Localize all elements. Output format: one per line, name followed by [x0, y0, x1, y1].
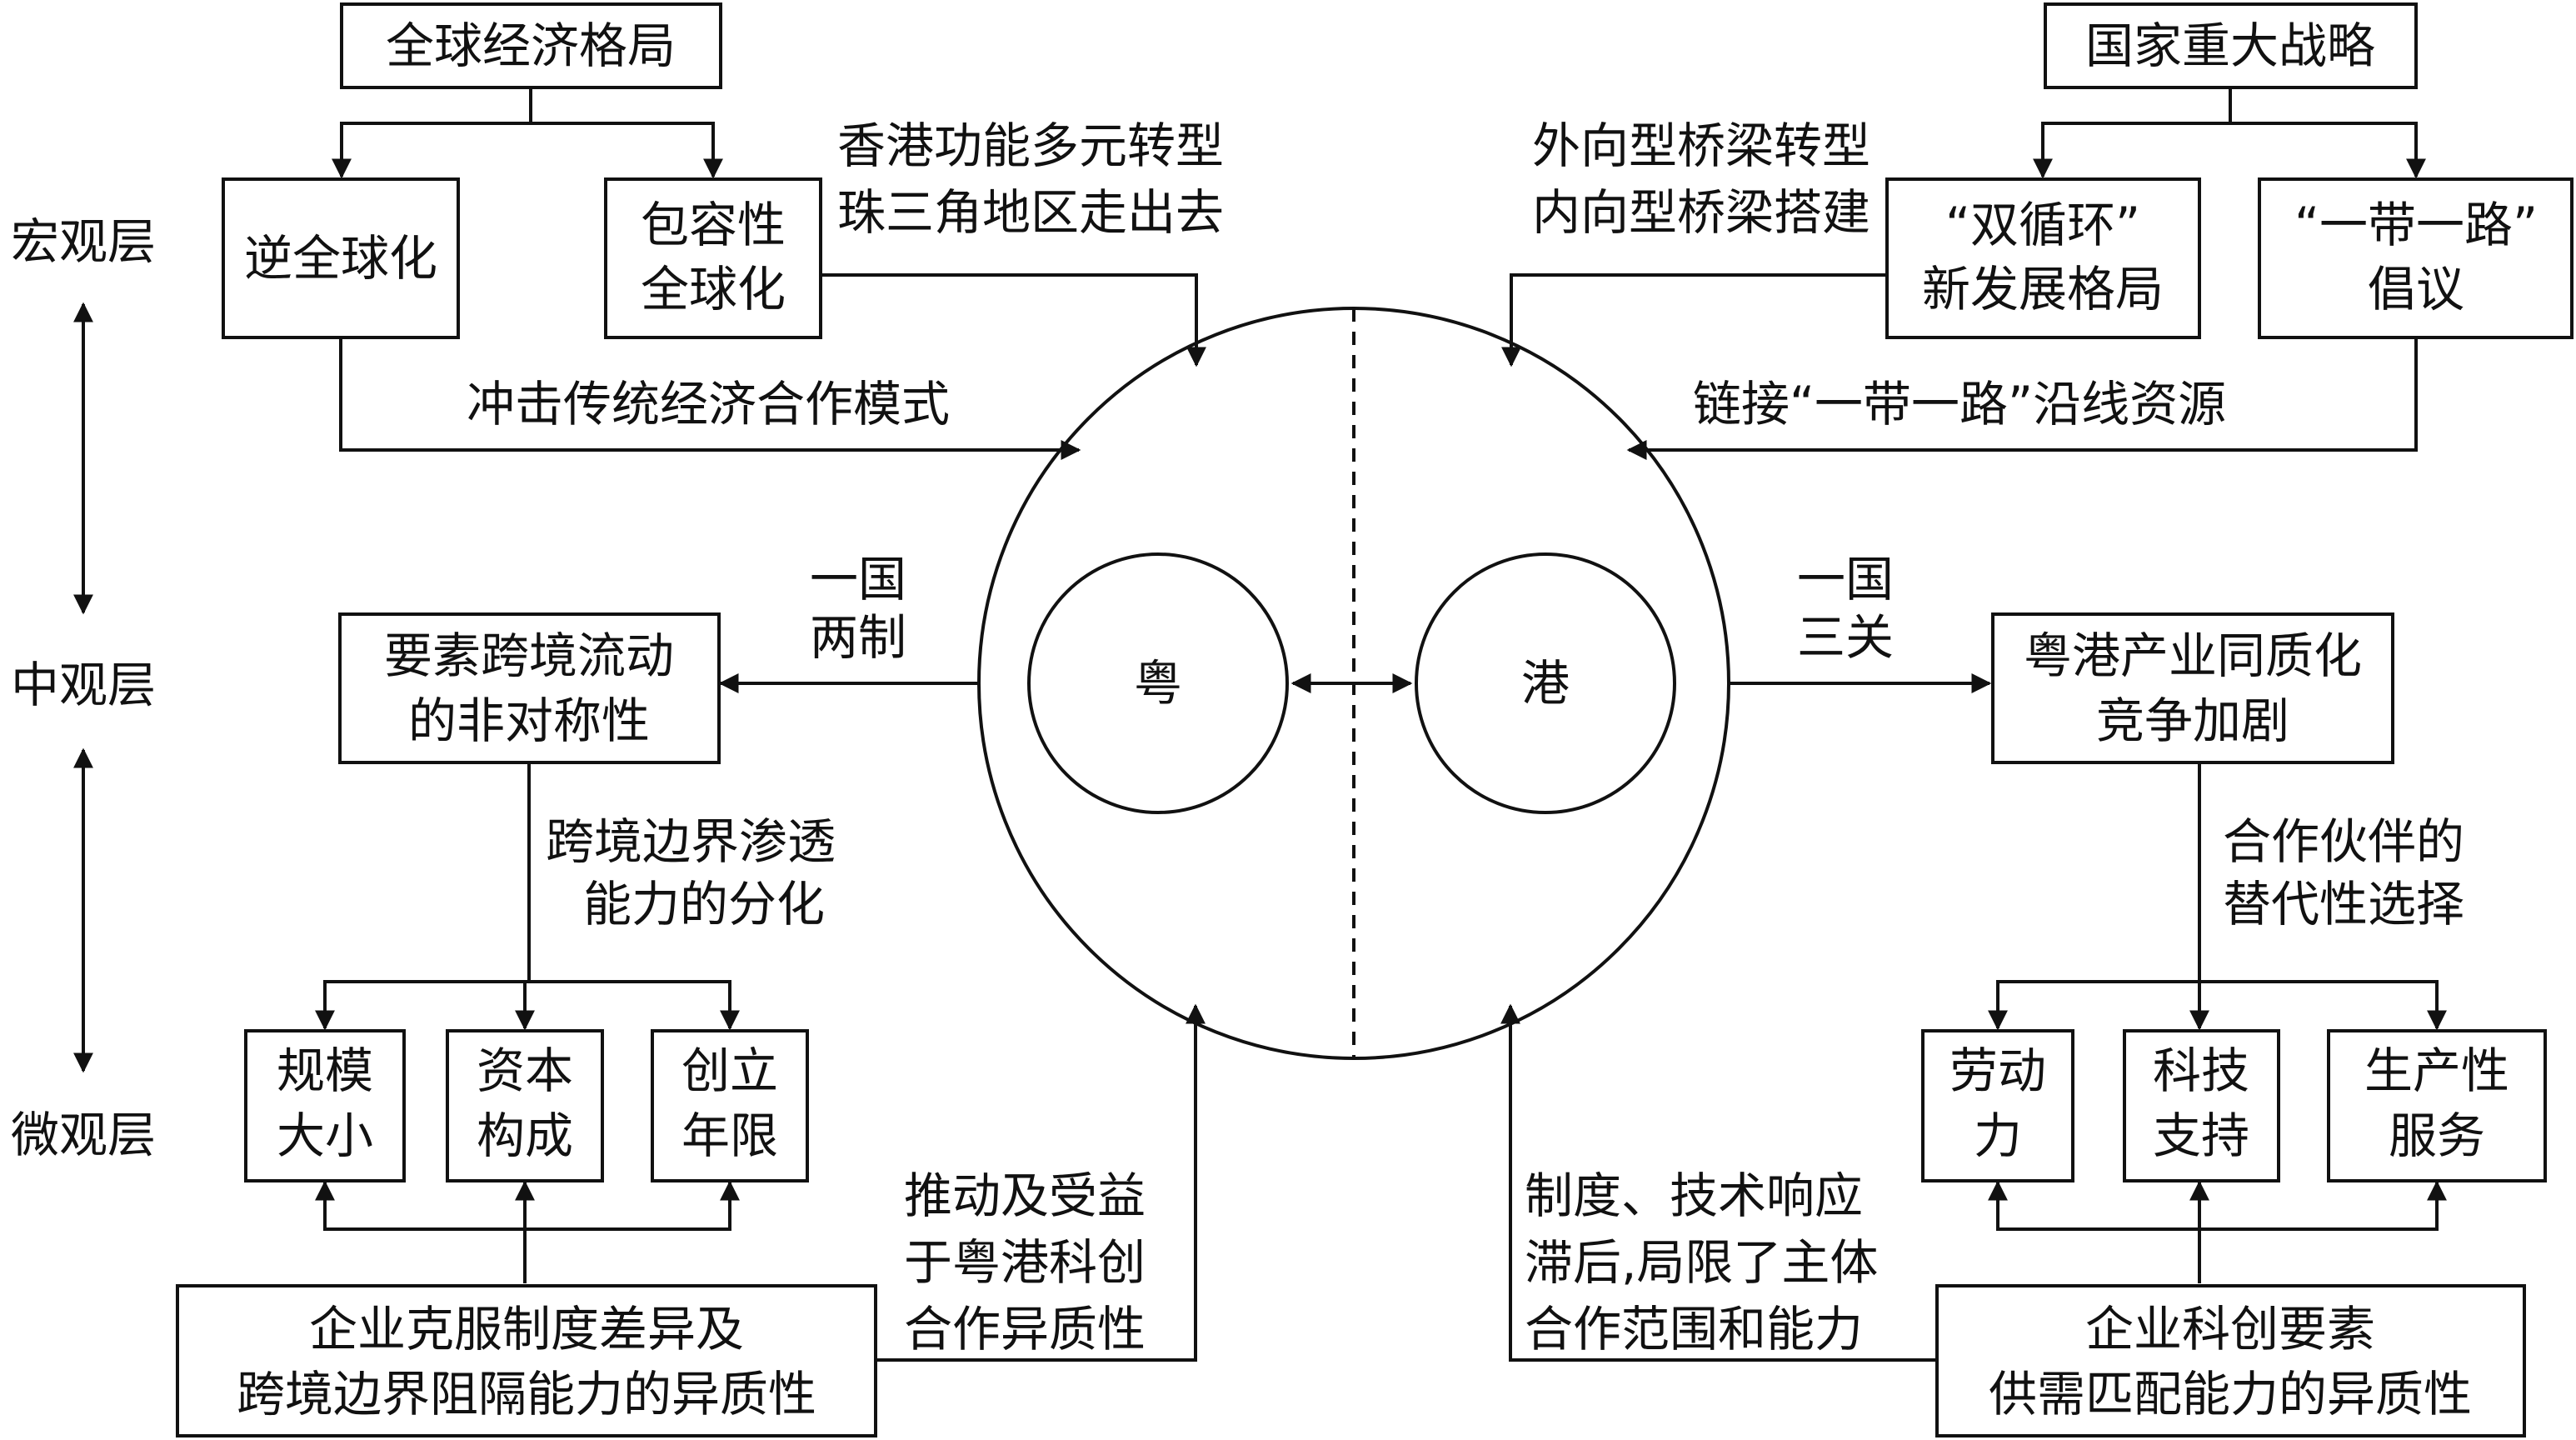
outward-bridge-transform-label: 外向型桥梁转型 [1532, 118, 1870, 174]
box-producer-services [2327, 1029, 2547, 1182]
permeability-divergence-line1: 跨境边界渗透 [546, 813, 836, 870]
box-inclusive-globalization [604, 178, 822, 339]
producer-services-line1: 生产性 [2364, 1042, 2509, 1099]
connector-factor-bracket [1996, 980, 2439, 1027]
institutional-lag-line1: 制度、技术响应 [1525, 1168, 1863, 1224]
level-label-micro: 微观层 [11, 1107, 156, 1163]
hk-function-transform-label: 香港功能多元转型 [837, 118, 1224, 174]
connector-matching-to-circle [1500, 1003, 1937, 1362]
box-establishment-age [651, 1029, 809, 1182]
one-country-three-customs-line1: 一国 [1797, 551, 1894, 608]
box-firm-scale [244, 1029, 406, 1182]
labor-line2: 力 [1974, 1108, 2022, 1164]
establishment-age-line1: 创立 [681, 1042, 778, 1099]
connector-firm-up-bracket [323, 1183, 731, 1231]
connector-dual-to-circle [1501, 273, 1887, 368]
box-supply-demand-matching [1935, 1284, 2526, 1438]
impact-traditional-cooperation-label: 冲击传统经济合作模式 [467, 376, 950, 432]
belt-and-road-line1: “一带一路” [2294, 197, 2538, 253]
box-belt-and-road [2258, 178, 2574, 339]
dual-circulation-line1: “双循环” [1945, 197, 2140, 253]
link-belt-road-resources-label: 链接“一带一路”沿线资源 [1693, 376, 2226, 432]
inclusive-globalization-line1: 包容性 [641, 197, 786, 253]
labor-line1: 劳动 [1949, 1042, 2046, 1099]
industry-homogeneity-line2: 竞争加剧 [2096, 692, 2289, 749]
institutional-lag-line3: 合作范围和能力 [1525, 1301, 1863, 1358]
level-label-meso: 中观层 [11, 657, 156, 713]
box-dual-circulation [1885, 178, 2201, 339]
producer-services-line2: 服务 [2389, 1108, 2485, 1164]
establishment-age-line2: 年限 [681, 1108, 778, 1164]
supply-demand-matching-line2: 供需匹配能力的异质性 [1989, 1366, 2472, 1422]
connector-factor-up-bracket [1996, 1183, 2439, 1231]
box-tech-support [2123, 1029, 2280, 1182]
permeability-divergence-line2: 能力的分化 [583, 876, 825, 932]
belt-and-road-line2: 倡议 [2368, 261, 2464, 318]
supply-demand-matching-line1: 企业科创要素 [2085, 1301, 2375, 1358]
connector-strategy-split [2041, 88, 2232, 175]
gang-label: 港 [1521, 655, 1570, 712]
partner-substitution-line2: 替代性选择 [2223, 876, 2464, 932]
box-labor [1921, 1029, 2074, 1182]
partner-substitution-line1: 合作伙伴的 [2223, 813, 2464, 870]
connector-belt-to-circle [1626, 338, 2418, 460]
deglobalization-label: 逆全球化 [244, 230, 437, 287]
factor-flow-asymmetry-line2: 的非对称性 [408, 692, 650, 749]
one-country-three-customs-line2: 三关 [1797, 609, 1894, 666]
gang-circle [1415, 552, 1676, 814]
global-economic-pattern-label: 全球经济格局 [386, 18, 676, 74]
firm-overcome-heterogeneity-line1: 企业克服制度差异及 [309, 1301, 744, 1358]
box-national-strategy [2044, 2, 2418, 89]
tech-support-line1: 科技 [2153, 1042, 2249, 1099]
box-industry-homogeneity [1991, 612, 2394, 764]
promote-benefit-line3: 合作异质性 [904, 1301, 1146, 1358]
firm-scale-line1: 规模 [277, 1042, 373, 1099]
one-country-two-systems-line1: 一国 [810, 551, 906, 608]
box-firm-overcome-heterogeneity [176, 1284, 877, 1438]
industry-homogeneity-line1: 粤港产业同质化 [2024, 628, 2362, 684]
level-label-macro: 宏观层 [11, 213, 156, 270]
dual-circulation-line2: 新发展格局 [1922, 261, 2164, 318]
tech-support-line2: 支持 [2153, 1108, 2249, 1164]
factor-flow-asymmetry-line1: 要素跨境流动 [384, 628, 674, 684]
inclusive-globalization-line2: 全球化 [641, 261, 786, 318]
connector-firm-bracket [323, 980, 731, 1027]
box-global-economic-pattern [340, 2, 722, 89]
one-country-two-systems-line2: 两制 [810, 609, 906, 666]
connector-inclusive-to-circle [821, 273, 1206, 368]
yue-circle [1027, 552, 1289, 814]
inward-bridge-build-label: 内向型桥梁搭建 [1532, 184, 1870, 241]
firm-scale-line2: 大小 [277, 1108, 373, 1164]
yue-label: 粤 [1134, 655, 1182, 712]
prd-go-global-label: 珠三角地区走出去 [837, 184, 1224, 241]
connector-strategy-to-belt [2230, 122, 2418, 175]
promote-benefit-line1: 推动及受益 [904, 1168, 1146, 1224]
connector-deglobal-to-circle [339, 338, 1081, 460]
box-deglobalization [222, 178, 460, 339]
institutional-lag-line2: 滞后,局限了主体 [1525, 1234, 1878, 1291]
connector-firm-to-circle [876, 1003, 1206, 1362]
promote-benefit-line2: 于粤港科创 [904, 1234, 1146, 1291]
connector-global-split [340, 88, 532, 175]
firm-overcome-heterogeneity-line2: 跨境边界阻隔能力的异质性 [237, 1366, 816, 1422]
national-strategy-label: 国家重大战略 [2085, 18, 2375, 74]
connector-global-to-inclusive [531, 122, 715, 175]
capital-composition-line2: 构成 [477, 1108, 573, 1164]
capital-composition-line1: 资本 [477, 1042, 573, 1099]
